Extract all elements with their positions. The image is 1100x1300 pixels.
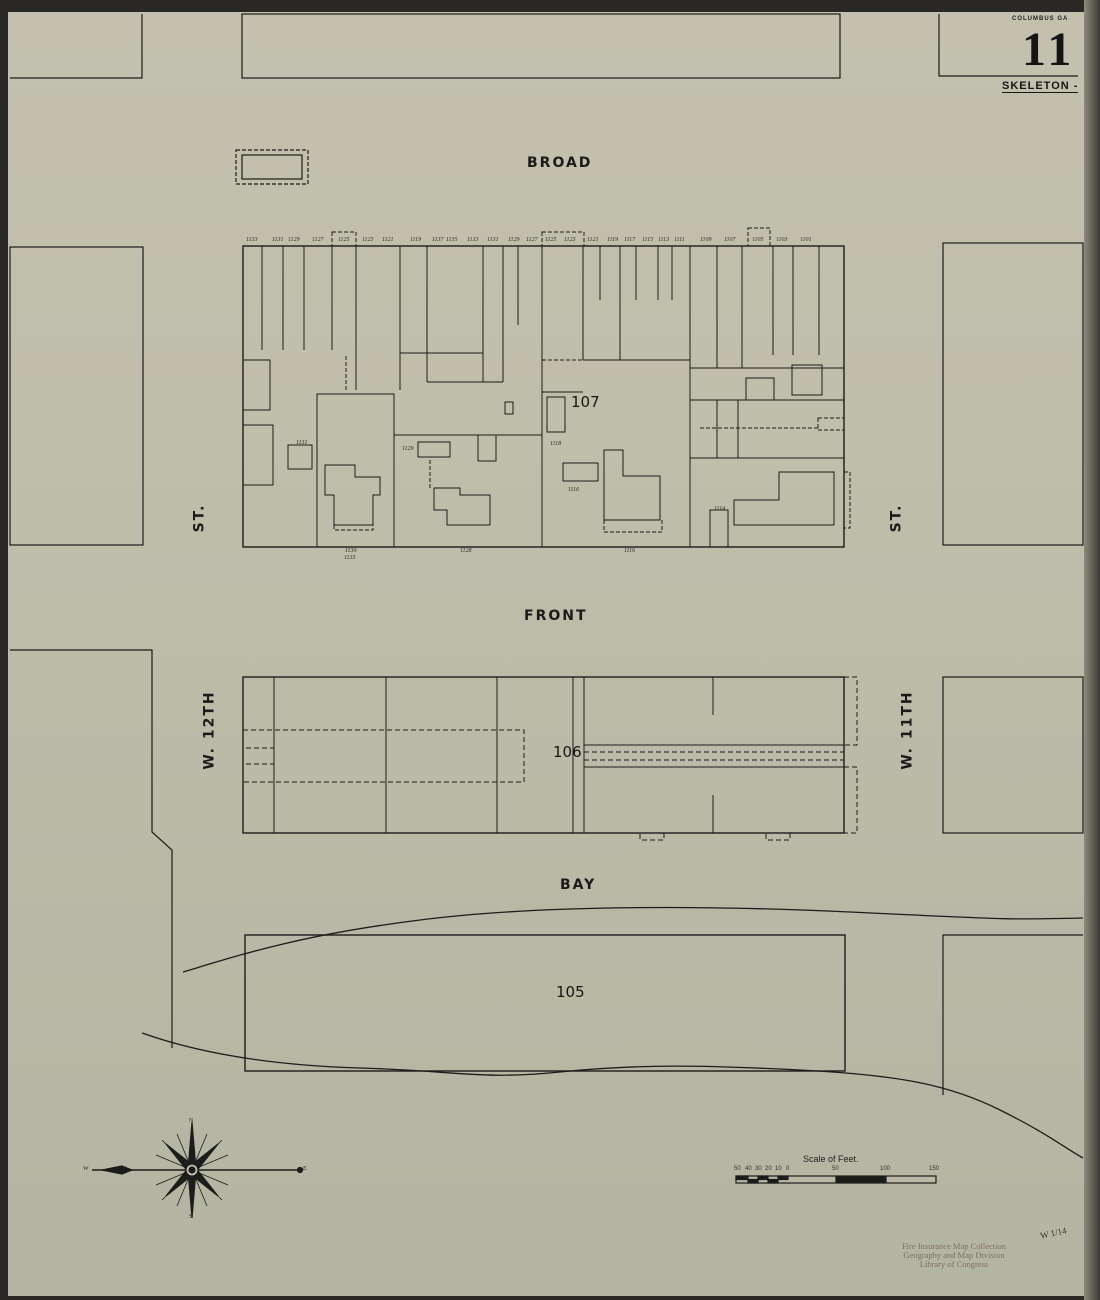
credit-line-1: Fire Insurance Map Collection (901, 1241, 1007, 1251)
scale-tick: 30 (755, 1166, 762, 1172)
address-label: 1118 (550, 441, 562, 447)
compass-east: E (303, 1166, 307, 1172)
scale-tick: 0 (786, 1166, 790, 1172)
address-label: 1117 (624, 237, 636, 243)
address-label: 1123 (362, 237, 374, 243)
compass-south: S (189, 1214, 193, 1220)
address-label: 1116 (568, 487, 580, 493)
block-number-107: 107 (571, 393, 600, 411)
scale-bar (735, 1175, 937, 1184)
scale-tick: 10 (775, 1166, 782, 1172)
scale-tick: 40 (745, 1166, 752, 1172)
address-label: 1119 (607, 237, 619, 243)
block-number-106: 106 (553, 743, 582, 761)
skeleton-label: SKELETON - (1002, 80, 1079, 93)
address-label: 1129 (288, 237, 300, 243)
address-label: 1123 (564, 237, 576, 243)
collection-credit: Fire Insurance Map Collection Geography … (892, 1242, 1016, 1269)
address-label: 1109 (700, 237, 712, 243)
top-center-block (241, 13, 841, 79)
scale-tick: 100 (880, 1166, 891, 1172)
block-number-105: 105 (556, 983, 585, 1001)
address-label: 1121 (587, 237, 599, 243)
address-label: 1125 (545, 237, 557, 243)
block-106 (242, 676, 845, 834)
address-label: 1127 (526, 237, 538, 243)
street-label-front: FRONT (524, 608, 588, 624)
credit-line-3: Library of Congress (919, 1259, 989, 1269)
address-label: 1101 (800, 237, 812, 243)
street-label-w12-st: ST. (191, 503, 208, 533)
address-label: 1105 (752, 237, 764, 243)
scale-title: Scale of Feet. (803, 1154, 859, 1164)
top-right-block (938, 14, 1078, 77)
address-label: 1131 (272, 237, 284, 243)
west-block-south (10, 649, 173, 1048)
address-label: 1128 (460, 548, 472, 554)
address-label: 1115 (642, 237, 654, 243)
top-left-block (10, 14, 143, 79)
address-label: 1121 (382, 237, 394, 243)
compass-west: W (83, 1166, 89, 1172)
east-block-middle (942, 676, 1084, 834)
address-label: 1135 (446, 237, 458, 243)
map-sheet (8, 12, 1084, 1296)
street-label-w11: W. 11TH (899, 690, 916, 770)
address-label: 1113 (658, 237, 670, 243)
address-label: 1130 (345, 548, 357, 554)
street-label-w11-st: ST. (888, 503, 905, 533)
address-label: 1114 (714, 506, 726, 512)
scale-tick: 20 (765, 1166, 772, 1172)
street-label-w12: W. 12TH (201, 690, 218, 770)
address-label: 1125 (338, 237, 350, 243)
compass-rose-icon (92, 1121, 304, 1219)
sheet-edge (1084, 0, 1100, 1300)
address-label: 1129 (402, 446, 414, 452)
credit-line-2: Geography and Map Division (903, 1250, 1005, 1260)
east-block-south (942, 934, 1083, 1095)
address-label: 1119 (410, 237, 422, 243)
west-block-north (9, 246, 144, 546)
address-label: 1103 (776, 237, 788, 243)
block-105 (244, 934, 846, 1072)
address-label: 1133 (344, 555, 356, 561)
address-label: 1129 (508, 237, 520, 243)
address-label: 1131 (487, 237, 499, 243)
address-label: 1127 (312, 237, 324, 243)
block-107 (242, 245, 845, 548)
address-label: 1131 (296, 440, 308, 446)
compass-north: N (189, 1118, 194, 1124)
street-label-broad: BROAD (527, 155, 593, 171)
sheet-number: 11 (1022, 23, 1076, 76)
street-label-bay: BAY (560, 877, 597, 893)
address-label: 1107 (724, 237, 736, 243)
address-label: 1111 (674, 237, 685, 243)
scale-tick: 50 (832, 1166, 839, 1172)
address-label: 1133 (467, 237, 479, 243)
scale-tick: 150 (929, 1166, 940, 1172)
scale-tick: 50 (734, 1166, 741, 1172)
address-label: 1137 (432, 237, 444, 243)
east-block-north (942, 242, 1084, 546)
address-label: 1116 (624, 548, 636, 554)
address-label: 1133 (246, 237, 258, 243)
city-label: COLUMBUS GA (1012, 16, 1069, 22)
